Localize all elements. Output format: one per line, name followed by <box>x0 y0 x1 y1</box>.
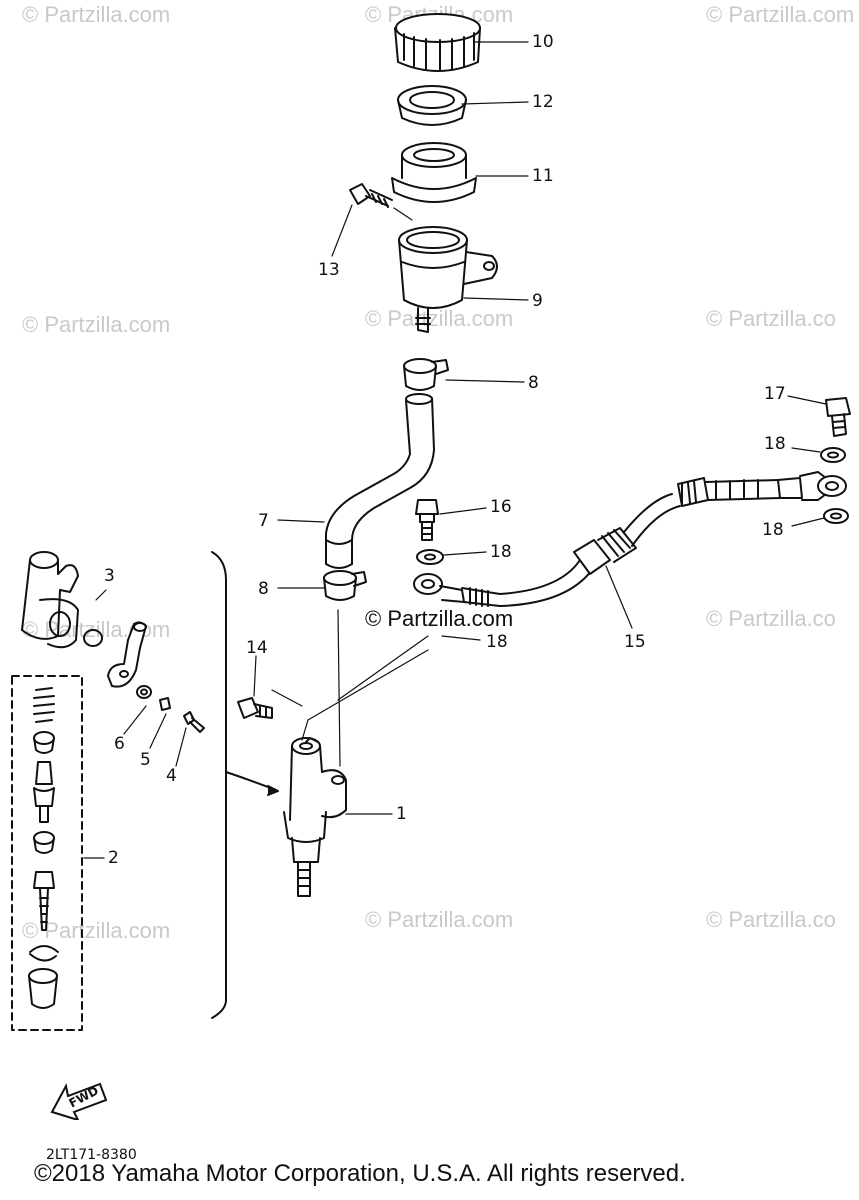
o-ring-part <box>83 629 103 647</box>
callout-label: 18 <box>764 434 786 454</box>
washer-part <box>136 685 152 699</box>
hose-joint-part <box>107 621 147 688</box>
reservoir-hose-part <box>325 393 435 569</box>
callout-label: 2 <box>108 848 119 868</box>
cylinder-body-part <box>21 551 79 649</box>
callout-label: 3 <box>104 566 115 586</box>
watermark: © Partzilla.co <box>706 306 836 331</box>
callout-label: 18 <box>486 632 508 652</box>
watermark: © Partzilla.com <box>22 312 171 337</box>
watermark: © Partzilla.com <box>365 306 514 331</box>
callout-label: 13 <box>318 260 340 280</box>
callout-leaders <box>83 41 827 859</box>
repair-kit-box <box>11 675 83 1031</box>
union-bolt-part <box>825 397 851 437</box>
callout-label: 18 <box>490 542 512 562</box>
callout-label: 5 <box>140 750 151 770</box>
forward-arrow-icon <box>50 1082 108 1120</box>
callout-label: 12 <box>532 92 554 112</box>
repair-kit-parts <box>28 687 59 1009</box>
watermark: © Partzilla.com <box>706 2 855 27</box>
callout-label: 11 <box>532 166 554 186</box>
copper-washer-part <box>823 508 849 524</box>
watermark: © Partzilla.com <box>365 907 514 932</box>
callout-label: 8 <box>528 373 539 393</box>
callout-label: 7 <box>258 511 269 531</box>
callout-label: 1 <box>396 804 407 824</box>
callout-label: 6 <box>114 734 125 754</box>
bolt-part <box>183 711 205 733</box>
hose-clamp-part <box>323 570 367 601</box>
watermark: © Partzilla.co <box>706 606 836 631</box>
callout-label: 9 <box>532 291 543 311</box>
hose-clamp-part <box>403 358 449 391</box>
callout-label: 17 <box>764 384 786 404</box>
diaphragm-part <box>391 142 477 203</box>
mounting-bolt-part <box>237 697 273 719</box>
leader-lines <box>271 207 429 767</box>
reservoir-screw-part <box>349 183 393 208</box>
brake-hose-part <box>413 471 847 607</box>
watermark: © Partzilla.com <box>22 2 171 27</box>
reservoir-cap-part <box>394 13 481 72</box>
copyright-notice: ©2018 Yamaha Motor Corporation, U.S.A. A… <box>34 1160 686 1187</box>
callout-label: 14 <box>246 638 268 658</box>
assembly-bracket <box>211 551 227 1019</box>
watermark: © Partzilla.com <box>365 606 514 631</box>
diagram-code: 2LT171-8380 <box>46 1147 137 1163</box>
callout-label: 8 <box>258 579 269 599</box>
watermark: © Partzilla.co <box>706 907 836 932</box>
callout-label: 4 <box>166 766 177 786</box>
callout-label: 18 <box>762 520 784 540</box>
union-bolt-part <box>415 499 439 541</box>
copper-washer-part <box>820 447 846 463</box>
callout-label: 10 <box>532 32 554 52</box>
master-cylinder-part <box>283 737 347 897</box>
reservoir-tank-part <box>398 226 498 333</box>
callout-label: 16 <box>490 497 512 517</box>
callout-label: 15 <box>624 632 646 652</box>
diaphragm-plate-part <box>397 85 467 126</box>
nut-part <box>159 697 171 711</box>
copper-washer-part <box>416 549 444 565</box>
